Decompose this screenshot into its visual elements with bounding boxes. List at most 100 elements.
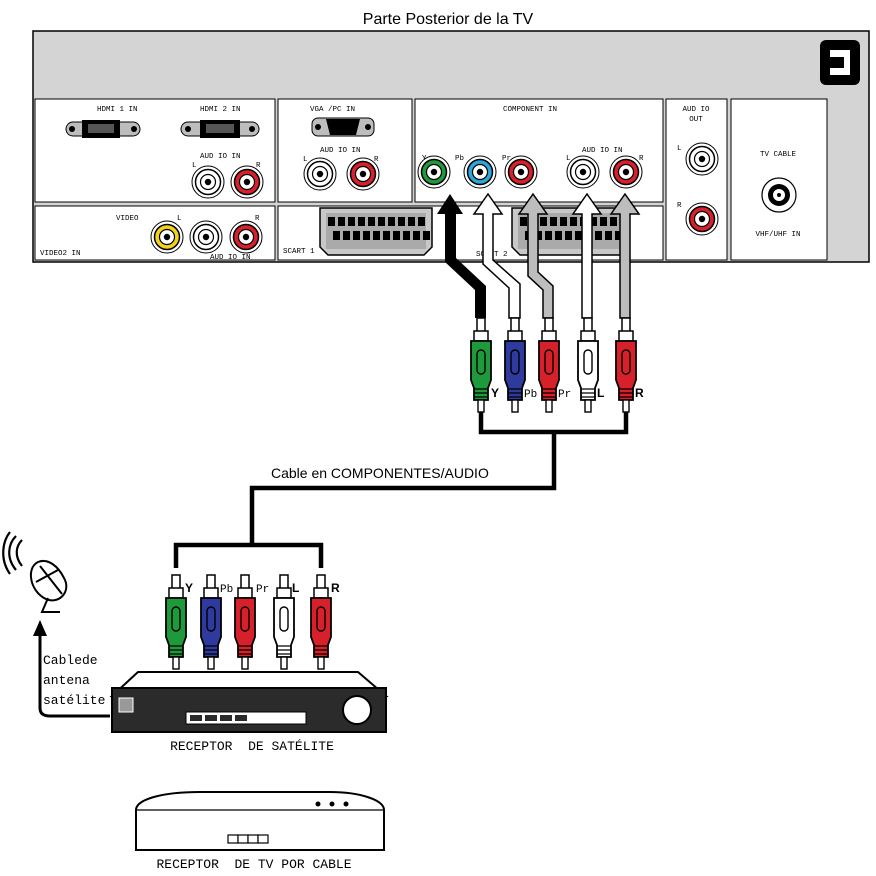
cable-tv-receiver-label: RECEPTOR DE TV POR CABLE bbox=[156, 857, 351, 872]
scart-pin bbox=[600, 217, 607, 226]
rx-plug-label-y: Y bbox=[185, 581, 193, 595]
scart-pin bbox=[328, 217, 335, 226]
signal-arrow-r bbox=[609, 192, 641, 319]
scart-pin bbox=[398, 217, 405, 226]
video2-L-label: L bbox=[177, 215, 182, 223]
tv-plug-r bbox=[615, 317, 637, 413]
component-pr-label: Pr bbox=[502, 155, 511, 163]
scart-pin bbox=[615, 231, 622, 240]
vga-port[interactable] bbox=[311, 117, 375, 137]
hdmi-audio-r-jack[interactable] bbox=[230, 165, 264, 199]
signal-arrow-pr bbox=[517, 192, 554, 319]
hdmi-1-port[interactable] bbox=[65, 120, 141, 138]
rx-plug-label-pb: Pb bbox=[220, 584, 233, 596]
scart-pin bbox=[353, 231, 360, 240]
video2-audio-r-jack[interactable] bbox=[229, 220, 263, 254]
rx-plug-y bbox=[165, 574, 187, 670]
scart-pin bbox=[575, 231, 582, 240]
scart-pin bbox=[550, 217, 557, 226]
scart-pin bbox=[610, 217, 617, 226]
diagram-title: Parte Posterior de la TV bbox=[363, 11, 534, 28]
vga-audio-r-jack[interactable] bbox=[346, 157, 380, 191]
rx-plug-label-l: L bbox=[292, 581, 299, 595]
component-pr-jack[interactable] bbox=[504, 155, 538, 189]
vga-audio-L-label: L bbox=[303, 156, 308, 164]
scart-pin bbox=[378, 217, 385, 226]
antenna-label-line-2: antena bbox=[43, 673, 90, 688]
rx-plug-label-r: R bbox=[331, 581, 340, 595]
video2-in-label: VIDEO2 IN bbox=[40, 250, 81, 258]
tv-plug-label-l: L bbox=[597, 386, 604, 400]
scart-pin bbox=[423, 231, 430, 240]
scart-pin bbox=[520, 217, 527, 226]
tv-plug-label-pb: Pb bbox=[524, 389, 537, 401]
tv-plug-y bbox=[470, 317, 492, 413]
tv-plug-l bbox=[577, 317, 599, 413]
component-audio-label: AUD IO IN bbox=[582, 147, 623, 155]
scart-pin bbox=[545, 231, 552, 240]
antenna-coax-jack[interactable] bbox=[761, 177, 797, 213]
component-audio-L-label: L bbox=[566, 155, 571, 163]
hdmi-1-label: HDMI 1 IN bbox=[97, 106, 138, 114]
scart-pin bbox=[565, 231, 572, 240]
antenna-label-line-1: Cablede bbox=[43, 653, 98, 668]
scart-pin bbox=[333, 231, 340, 240]
hdmi-2-port[interactable] bbox=[180, 120, 260, 138]
audio-out-L-label: L bbox=[677, 145, 682, 153]
scart-pin bbox=[413, 231, 420, 240]
component-audio-r-jack[interactable] bbox=[609, 155, 643, 189]
rx-plug-pb bbox=[200, 574, 222, 670]
video2-video-jack[interactable] bbox=[150, 220, 184, 254]
video-label: VIDEO bbox=[116, 215, 139, 223]
tv-plug-label-r: R bbox=[635, 386, 644, 400]
video2-R-label: R bbox=[255, 215, 260, 223]
video2-audio-l-jack[interactable] bbox=[189, 220, 223, 254]
vga-audio-l-jack[interactable] bbox=[303, 157, 337, 191]
antenna-cable bbox=[33, 620, 110, 718]
scart-pin bbox=[540, 217, 547, 226]
vga-audio-R-label: R bbox=[374, 156, 379, 164]
rx-plug-r bbox=[310, 574, 332, 670]
component-audio-l-jack[interactable] bbox=[566, 155, 600, 189]
scart-pin bbox=[388, 217, 395, 226]
hdmi-audio-l-jack[interactable] bbox=[191, 165, 225, 199]
component-audio-R-label: R bbox=[639, 155, 644, 163]
vga-audio-label: AUD IO IN bbox=[320, 147, 361, 155]
tv-cable-label: TV CABLE bbox=[760, 151, 797, 159]
vga-label: VGA /PC IN bbox=[310, 106, 355, 114]
scart-pin bbox=[595, 231, 602, 240]
scart-pin bbox=[393, 231, 400, 240]
tv-plug-pb bbox=[504, 317, 526, 413]
signal-arrow-y bbox=[437, 194, 486, 318]
component-y-jack[interactable] bbox=[417, 155, 451, 189]
signal-arrow-pb bbox=[472, 192, 521, 319]
scart-pin bbox=[383, 231, 390, 240]
scart-pin bbox=[363, 231, 370, 240]
component-pb-label: Pb bbox=[455, 155, 464, 163]
component-in-label: COMPONENT IN bbox=[503, 106, 557, 114]
audio-out-label-1: AUD IO bbox=[682, 106, 710, 114]
component-audio-cable bbox=[173, 412, 629, 568]
scart-pin bbox=[605, 231, 612, 240]
audio-out-r-jack[interactable] bbox=[685, 202, 719, 236]
rx-plug-l bbox=[273, 574, 295, 670]
scart-pin bbox=[590, 217, 597, 226]
rx-plug-pr bbox=[234, 574, 256, 670]
scart-pin bbox=[338, 217, 345, 226]
component-pb-jack[interactable] bbox=[463, 155, 497, 189]
antenna-label-line-3: satélite bbox=[43, 693, 105, 708]
vhf-uhf-label: VHF/UHF IN bbox=[755, 231, 800, 239]
scart-pin bbox=[373, 231, 380, 240]
scart-pin bbox=[570, 217, 577, 226]
tv-plug-pr bbox=[538, 317, 560, 413]
audio-out-R-label: R bbox=[677, 202, 682, 210]
scart-pin bbox=[418, 217, 425, 226]
audio-out-label-2: OUT bbox=[689, 116, 703, 124]
scart-pin bbox=[358, 217, 365, 226]
scart-pin bbox=[408, 217, 415, 226]
audio-out-l-jack[interactable] bbox=[685, 142, 719, 176]
scart-1-port[interactable] bbox=[319, 207, 433, 256]
signal-arrow-l bbox=[571, 192, 603, 319]
cable-label: Cable en COMPONENTES/AUDIO bbox=[271, 465, 489, 481]
tv-plug-label-y: Y bbox=[491, 386, 499, 400]
